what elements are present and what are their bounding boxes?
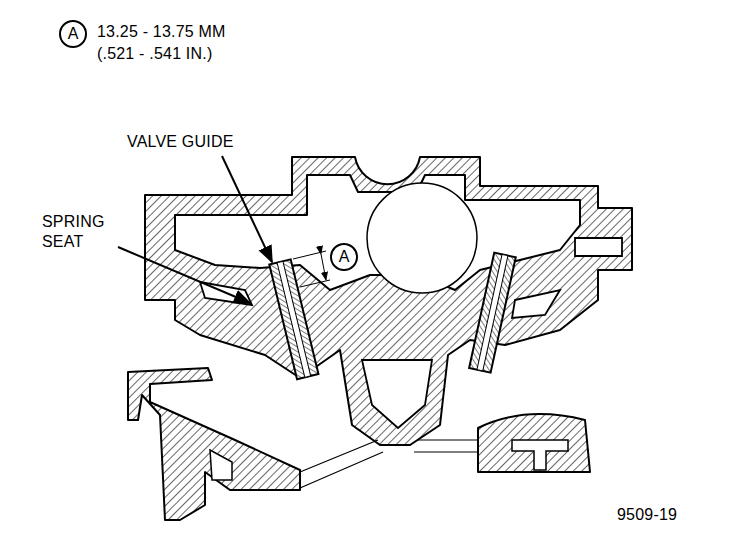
valve-port [367, 183, 477, 293]
callout-letter: A [339, 249, 350, 265]
water-jacket [575, 238, 622, 256]
manifold-right [478, 414, 590, 472]
part-name: SPRING SEAT [42, 212, 122, 252]
dimension-value: (.521 - .541 IN.) [97, 44, 212, 64]
callout-letter: A [68, 26, 79, 42]
gasket-line [414, 451, 478, 452]
callout-circle: A [59, 20, 87, 48]
dimension-value: 13.25 - 13.75 MM [97, 22, 226, 42]
water-jacket [512, 290, 560, 318]
gasket-line [418, 439, 478, 440]
valve-guide-right [469, 253, 516, 373]
callout-circle: A [330, 243, 358, 271]
manifold-passage [210, 450, 232, 480]
part-name: VALVE GUIDE [127, 132, 234, 152]
leader-line [118, 247, 250, 303]
figure-number: 9509-19 [617, 505, 677, 525]
leader-line [222, 156, 272, 262]
coolant-passage [362, 360, 432, 428]
gasket-line [300, 440, 378, 472]
manifold-left [128, 368, 300, 520]
dimension-line [321, 254, 326, 280]
valve-guide-left [269, 259, 318, 379]
gasket-line [300, 452, 383, 488]
manifold-passage [512, 440, 568, 470]
head-casting [145, 157, 632, 445]
extension-line [300, 280, 330, 287]
